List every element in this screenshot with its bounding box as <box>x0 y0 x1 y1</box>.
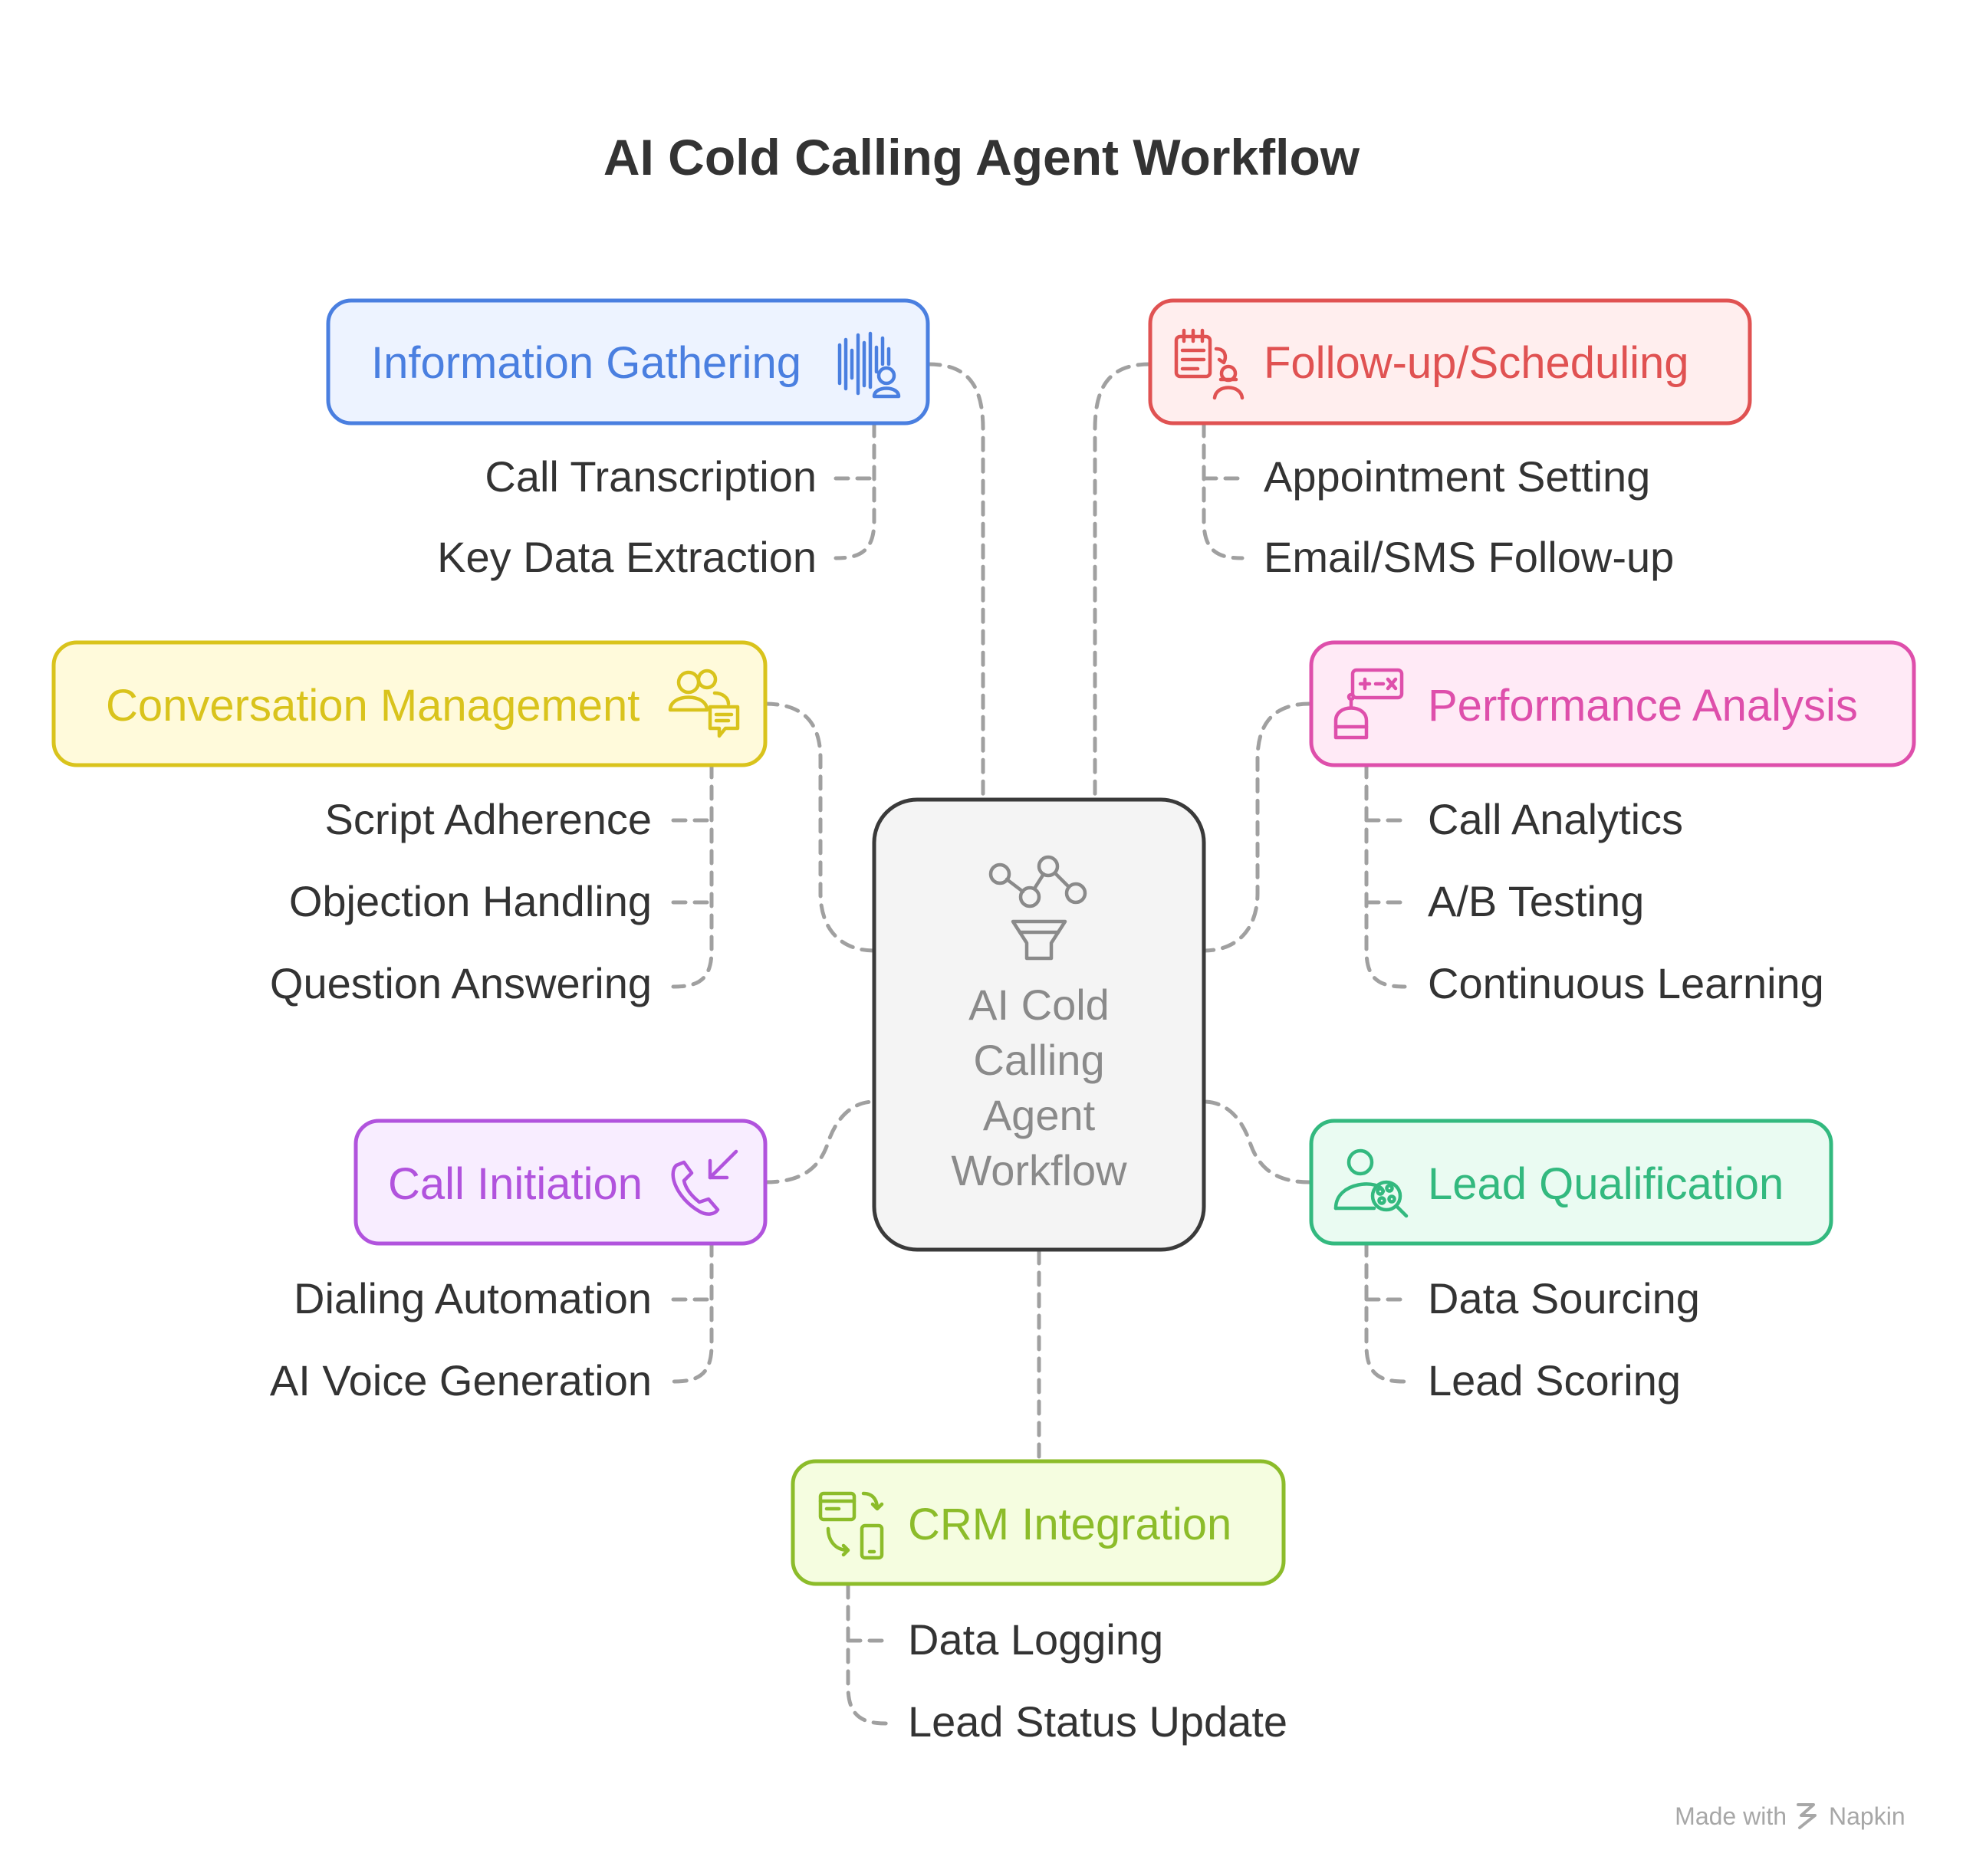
node-label-performance-analysis: Performance Analysis <box>1428 681 1858 731</box>
subtree-lead-qualification <box>1364 1241 1407 1384</box>
connectors <box>671 362 1407 1726</box>
center-label-line-3: Agent <box>983 1091 1096 1139</box>
footer-made-with: Made with <box>1675 1802 1787 1830</box>
node-crm-integration[interactable]: CRM Integration <box>791 1459 1286 1586</box>
node-information-gathering[interactable]: Information Gathering <box>326 298 930 425</box>
center-label-line-1: AI Cold <box>968 981 1110 1029</box>
node-conversation-management[interactable]: Conversation Management <box>51 640 768 767</box>
sub-item-performance-analysis-2: Continuous Learning <box>1428 959 1824 1007</box>
node-box-performance-analysis[interactable] <box>1309 640 1916 767</box>
node-label-crm-integration: CRM Integration <box>908 1500 1231 1549</box>
center-label-line-2: Calling <box>973 1036 1104 1084</box>
footer-brand: Napkin <box>1829 1802 1905 1830</box>
sub-item-call-initiation-0: Dialing Automation <box>294 1274 652 1322</box>
sub-item-performance-analysis-0: Call Analytics <box>1428 795 1683 843</box>
dashboard-robot-icon <box>1333 668 1404 740</box>
sub-item-lead-qualification-1: Lead Scoring <box>1428 1356 1681 1405</box>
subtree-follow-up-scheduling <box>1202 422 1245 560</box>
calendar-person-icon <box>1174 328 1245 400</box>
sub-item-conversation-management-2: Question Answering <box>270 959 652 1007</box>
node-lead-qualification[interactable]: Lead Qualification <box>1309 1119 1833 1246</box>
people-chat-icon <box>668 669 740 738</box>
subtree-conversation-management <box>671 763 714 989</box>
subtree-crm-integration <box>846 1583 889 1726</box>
node-performance-analysis[interactable]: Performance Analysis <box>1309 640 1916 767</box>
nodes-layer: Information Gathering Follow-up/Schedulin… <box>51 298 1916 1586</box>
node-call-initiation[interactable]: Call Initiation <box>353 1119 768 1246</box>
sub-item-lead-qualification-0: Data Sourcing <box>1428 1274 1700 1322</box>
sync-devices-icon <box>818 1491 884 1560</box>
center-box[interactable] <box>872 797 1206 1252</box>
node-follow-up-scheduling[interactable]: Follow-up/Scheduling <box>1148 298 1752 425</box>
sub-item-performance-analysis-1: A/B Testing <box>1428 877 1644 925</box>
diagram-title: AI Cold Calling Agent Workflow <box>603 129 1360 186</box>
subtree-call-initiation <box>671 1241 714 1384</box>
center-label-line-4: Workflow <box>951 1146 1127 1194</box>
node-box-information-gathering[interactable] <box>326 298 930 425</box>
connector-conversation-management <box>763 701 876 953</box>
sub-item-information-gathering-1: Key Data Extraction <box>437 533 817 581</box>
node-label-lead-qualification: Lead Qualification <box>1428 1159 1784 1209</box>
sub-item-follow-up-scheduling-0: Appointment Setting <box>1264 452 1650 501</box>
network-funnel-icon <box>988 855 1087 961</box>
node-box-conversation-management[interactable] <box>51 640 768 767</box>
subtree-performance-analysis <box>1364 763 1407 989</box>
node-box-follow-up-scheduling[interactable] <box>1148 298 1752 425</box>
node-label-call-initiation: Call Initiation <box>388 1159 643 1209</box>
sub-item-crm-integration-1: Lead Status Update <box>908 1697 1287 1746</box>
node-box-lead-qualification[interactable] <box>1309 1119 1833 1246</box>
node-label-conversation-management: Conversation Management <box>106 681 640 731</box>
person-search-icon <box>1333 1148 1409 1218</box>
node-label-follow-up-scheduling: Follow-up/Scheduling <box>1264 338 1689 388</box>
sub-item-conversation-management-0: Script Adherence <box>325 795 652 843</box>
node-box-call-initiation[interactable] <box>353 1119 768 1246</box>
sub-item-crm-integration-0: Data Logging <box>908 1615 1163 1664</box>
node-label-information-gathering: Information Gathering <box>371 338 801 388</box>
connector-information-gathering <box>926 362 985 800</box>
connector-performance-analysis <box>1202 701 1312 953</box>
footer-watermark: Made with Napkin <box>1675 1802 1905 1830</box>
sub-item-information-gathering-0: Call Transcription <box>485 452 817 501</box>
soundwave-person-icon <box>837 331 901 399</box>
napkin-logo-icon <box>1797 1803 1817 1829</box>
node-box-crm-integration[interactable] <box>791 1459 1286 1586</box>
subtree-information-gathering <box>834 422 876 560</box>
connector-call-initiation <box>763 1099 876 1184</box>
connector-follow-up-scheduling <box>1093 362 1152 800</box>
sub-item-call-initiation-1: AI Voice Generation <box>270 1356 652 1405</box>
incoming-call-icon <box>671 1149 738 1216</box>
sub-item-follow-up-scheduling-1: Email/SMS Follow-up <box>1264 533 1674 581</box>
sub-item-conversation-management-1: Objection Handling <box>289 877 652 925</box>
connector-lead-qualification <box>1202 1099 1312 1184</box>
center-node[interactable]: AI Cold Calling Agent Workflow <box>872 797 1206 1252</box>
